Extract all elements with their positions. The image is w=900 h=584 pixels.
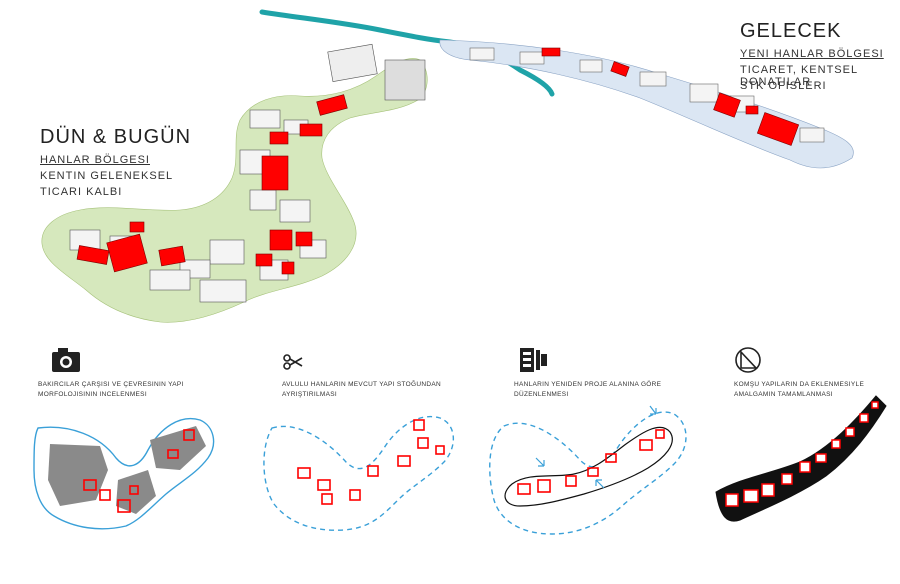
step-3-line-1: HANLARIN YENIDEN PROJE ALANINA GÖRE — [514, 381, 662, 388]
step-1-caption: BAKIRCILAR ÇARŞISI VE ÇEVRESININ YAPI MO… — [38, 380, 248, 400]
past-subtitle: HANLAR BÖLGESI — [40, 154, 150, 166]
triangle-ruler-icon — [735, 347, 761, 373]
step-4-diagram — [715, 395, 887, 522]
past-line-1: KENTIN GELENEKSEL — [40, 170, 174, 182]
past-line-2: TICARI KALBI — [40, 186, 123, 198]
historic-hans — [76, 94, 348, 275]
future-hans — [541, 47, 800, 146]
future-line-1: TICARET, KENTSEL DONATILAR — [740, 64, 858, 88]
future-title: GELECEK — [740, 20, 842, 42]
step-2-diagram — [263, 416, 454, 531]
past-title: DÜN & BUGÜN — [40, 126, 192, 148]
step-2-line-1: AVLULU HANLARIN MEVCUT YAPI STOĞUNDAN — [282, 381, 441, 388]
future-buildings — [469, 47, 825, 143]
step-1-diagram — [33, 418, 215, 530]
step-1-line-2: MORFOLOJISININ INCELENMESI — [38, 391, 147, 398]
step-1-line-1: BAKIRCILAR ÇARŞISI VE ÇEVRESININ YAPI — [38, 381, 184, 388]
step-3-line-2: DÜZENLENMESI — [514, 391, 569, 398]
step-4-line-1: KOMŞU YAPILARIN DA EKLENMESIYLE — [734, 381, 865, 388]
step-4-line-2: AMALGAMIN TAMAMLANMASI — [734, 391, 833, 398]
future-subtitle: YENI HANLAR BÖLGESI — [740, 48, 884, 60]
step-3-diagram — [489, 405, 687, 535]
camera-icon — [52, 348, 80, 372]
step-3-caption: HANLARIN YENIDEN PROJE ALANINA GÖRE DÜZE… — [514, 380, 714, 400]
step-2-caption: AVLULU HANLARIN MEVCUT YAPI STOĞUNDAN AY… — [282, 380, 492, 400]
step-2-line-2: AYRIŞTIRILMASI — [282, 391, 338, 398]
future-line-2: STK OFISLERI — [740, 80, 827, 92]
clamp-icon — [520, 348, 547, 372]
scissors-icon — [283, 354, 303, 370]
step-4-caption: KOMŞU YAPILARIN DA EKLENMESIYLE AMALGAMI… — [734, 380, 894, 400]
